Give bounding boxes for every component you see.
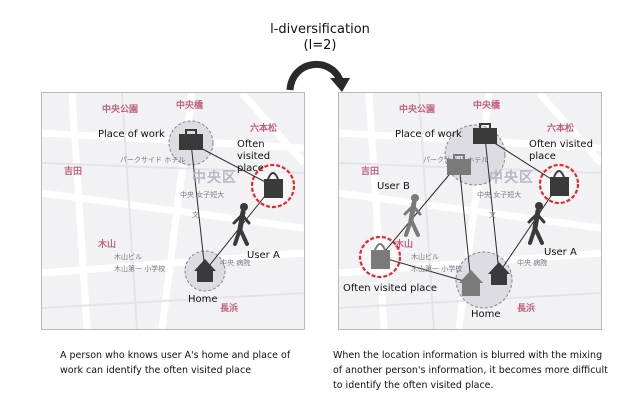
map-label-hospital: 中央 病院	[220, 259, 251, 267]
map-label-chuo-bashi: 中央橋	[176, 101, 204, 111]
map-label-yoshida: 吉田	[361, 167, 380, 177]
label-often-visited-place-bottom: Often visited place	[343, 283, 437, 294]
shopping-bag-b-icon	[371, 243, 390, 269]
map-label-bun: 文	[489, 211, 496, 219]
home-icon	[488, 262, 510, 285]
map-label-chuo-ku: 中央区	[489, 170, 534, 186]
map-label-hospital: 中央 病院	[517, 259, 548, 267]
label-user-a: User A	[247, 250, 280, 261]
label-often-visited-place: Often visited place	[237, 139, 271, 174]
shopping-bag-icon	[264, 172, 283, 198]
label-often-visited-place-top: Often visited place	[529, 139, 593, 162]
map-label-hotel: パークサイド ホテル	[423, 156, 489, 164]
work-briefcase-icon	[473, 123, 497, 144]
map-label-kiyama-bldg: 木山ビル	[411, 253, 439, 261]
map-label-chuo-park: 中央公園	[399, 105, 436, 115]
home-icon	[194, 259, 216, 282]
map-label-kiyama: 木山	[98, 240, 117, 250]
label-home: Home	[471, 309, 501, 320]
diagram-subtitle: (l=2)	[303, 38, 337, 53]
map-label-chuo-park: 中央公園	[102, 105, 139, 115]
map-label-kiyama-school: 木山第一 小学校	[114, 265, 166, 273]
map-label-rokuhonmatsu: 六本松	[250, 124, 278, 134]
map-label-kiyama-bldg: 木山ビル	[114, 253, 142, 261]
map-label-rokuhonmatsu: 六本松	[547, 124, 575, 134]
walking-person-a-icon	[527, 202, 546, 245]
work-briefcase-b-icon	[447, 154, 471, 175]
transform-arrow-icon	[286, 61, 350, 92]
label-user-b: User B	[377, 181, 410, 192]
shopping-bag-icon	[550, 170, 569, 196]
map-label-school: 中央 女子短大	[477, 191, 522, 199]
map-label-nagahama: 長浜	[517, 304, 536, 314]
home-b-icon	[459, 270, 483, 296]
map-label-school: 中央 女子短大	[180, 191, 225, 199]
walking-person-icon	[232, 203, 251, 246]
label-user-a: User A	[544, 247, 577, 258]
work-briefcase-icon	[179, 129, 203, 150]
label-home: Home	[188, 294, 218, 305]
map-label-nagahama: 長浜	[220, 304, 239, 314]
map-label-hotel: パークサイド ホテル	[120, 156, 186, 164]
map-label-chuo-bashi: 中央橋	[473, 101, 501, 111]
left-caption: A person who knows user A's home and pla…	[60, 350, 291, 376]
right-map-background	[339, 93, 601, 329]
label-place-of-work: Place of work	[395, 129, 462, 140]
right-map-panel: 中央公園 中央橋 六本松 吉田 パークサイド ホテル 中央区 中央 女子短大 文…	[338, 92, 602, 330]
diagram-title: l-diversification	[270, 22, 370, 37]
left-map-background	[42, 93, 304, 329]
label-place-of-work: Place of work	[98, 129, 165, 140]
map-label-bun: 文	[192, 211, 199, 219]
map-label-chuo-ku: 中央区	[192, 170, 237, 186]
map-label-kiyama: 木山	[395, 240, 414, 250]
map-label-kiyama-school: 木山第一 小学校	[411, 265, 463, 273]
right-caption: When the location information is blurred…	[333, 350, 608, 391]
walking-person-b-icon	[403, 194, 422, 237]
map-label-yoshida: 吉田	[64, 167, 83, 177]
left-map-panel: 中央公園 中央橋 六本松 吉田 パークサイド ホテル 中央区 中央 女子短大 文…	[41, 92, 305, 330]
